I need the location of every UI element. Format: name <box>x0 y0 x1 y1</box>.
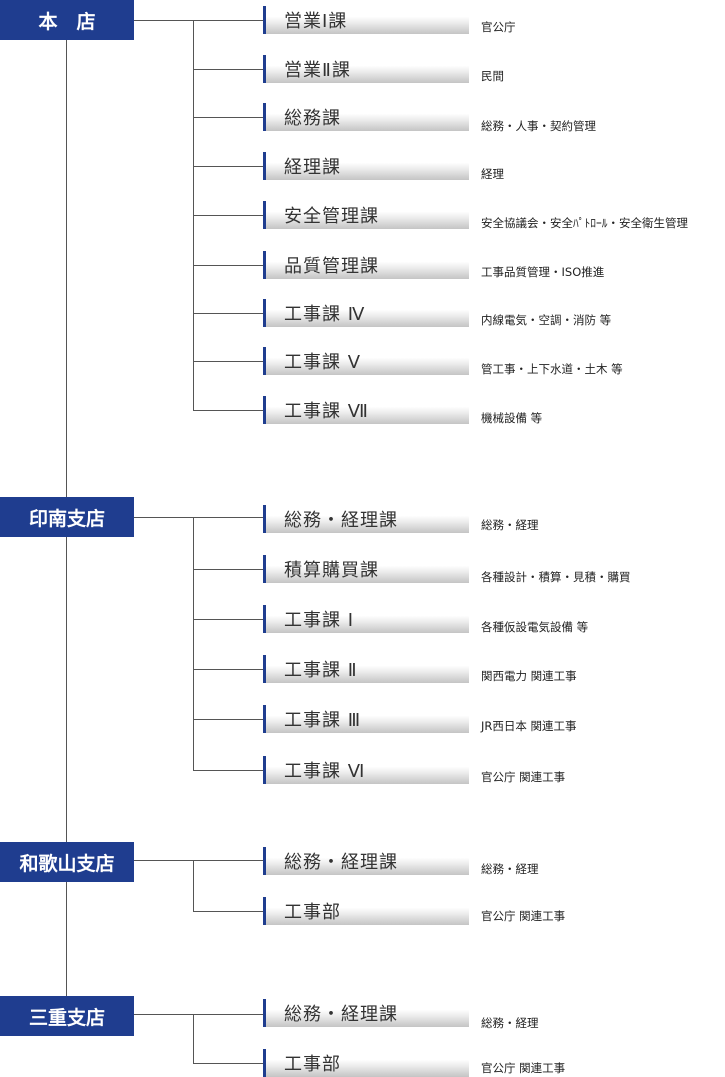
department-accent-bar <box>263 655 266 683</box>
department-box: 営業Ⅰ課 <box>263 6 469 34</box>
department-name: 工事課 Ⅳ <box>284 304 366 325</box>
department-name: 積算購買課 <box>284 560 379 581</box>
department-description: 経理 <box>481 167 504 181</box>
department-description: 官公庁 関連工事 <box>481 909 566 923</box>
department-accent-bar <box>263 605 266 633</box>
department-description: 官公庁 <box>481 20 516 34</box>
department-accent-bar <box>263 55 266 83</box>
department-box: 総務・経理課 <box>263 505 469 533</box>
department-description: 各種仮設電気設備 等 <box>481 620 589 634</box>
department-name: 工事部 <box>284 1054 341 1075</box>
department-description: JR西日本 関連工事 <box>481 719 577 733</box>
department-box: 工事課 Ⅵ <box>263 756 469 784</box>
department-name: 工事課 Ⅴ <box>284 352 362 373</box>
department-box: 総務課 <box>263 103 469 131</box>
department-accent-bar <box>263 505 266 533</box>
department-box: 積算購買課 <box>263 555 469 583</box>
department-description: 総務・経理 <box>481 862 539 876</box>
department-description: 関西電力 関連工事 <box>481 669 577 683</box>
branch-box-mie: 三重支店 <box>0 996 134 1036</box>
department-name: 営業Ⅰ課 <box>284 11 348 32</box>
department-box: 工事部 <box>263 897 469 925</box>
branch-label: 和歌山支店 <box>19 852 115 875</box>
department-description: 各種設計・積算・見積・購買 <box>481 570 631 584</box>
department-box: 工事課 Ⅲ <box>263 705 469 733</box>
department-name: 安全管理課 <box>284 206 379 227</box>
department-description: 総務・経理 <box>481 1016 539 1030</box>
department-name: 総務・経理課 <box>284 1004 398 1025</box>
department-accent-bar <box>263 6 266 34</box>
department-name: 総務・経理課 <box>284 510 398 531</box>
department-accent-bar <box>263 299 266 327</box>
department-name: 工事課 Ⅲ <box>284 710 362 731</box>
department-name: 総務・経理課 <box>284 852 398 873</box>
department-accent-bar <box>263 103 266 131</box>
department-accent-bar <box>263 201 266 229</box>
department-description: 安全協議会・安全ﾊﾟﾄﾛｰﾙ・安全衛生管理 <box>481 216 688 230</box>
branch-label: 印南支店 <box>28 507 105 530</box>
department-description: 総務・人事・契約管理 <box>481 119 596 133</box>
department-box: 総務・経理課 <box>263 999 469 1027</box>
department-accent-bar <box>263 1049 266 1077</box>
branch-box-honten: 本 店 <box>0 0 134 40</box>
department-description: 総務・経理 <box>481 518 539 532</box>
department-description: 官公庁 関連工事 <box>481 770 566 784</box>
department-name: 経理課 <box>284 157 341 178</box>
department-box: 工事課 Ⅰ <box>263 605 469 633</box>
department-name: 工事課 Ⅶ <box>284 401 369 422</box>
department-name: 工事部 <box>284 902 341 923</box>
department-accent-bar <box>263 555 266 583</box>
department-box: 品質管理課 <box>263 251 469 279</box>
department-description: 官公庁 関連工事 <box>481 1061 566 1075</box>
department-accent-bar <box>263 396 266 424</box>
department-description: 内線電気・空調・消防 等 <box>481 313 612 327</box>
department-box: 安全管理課 <box>263 201 469 229</box>
branch-label: 本 店 <box>38 10 96 33</box>
department-description: 工事品質管理・ISO推進 <box>481 265 605 279</box>
branch-box-wakayama: 和歌山支店 <box>0 842 134 882</box>
department-box: 工事課 Ⅱ <box>263 655 469 683</box>
department-name: 総務課 <box>284 108 341 129</box>
department-box: 営業Ⅱ課 <box>263 55 469 83</box>
department-accent-bar <box>263 347 266 375</box>
department-name: 工事課 Ⅱ <box>284 660 358 681</box>
department-box: 工事課 Ⅶ <box>263 396 469 424</box>
department-accent-bar <box>263 705 266 733</box>
department-box: 経理課 <box>263 152 469 180</box>
branch-label: 三重支店 <box>28 1006 105 1029</box>
department-name: 工事課 Ⅰ <box>284 610 355 631</box>
department-description: 民間 <box>481 69 504 83</box>
department-accent-bar <box>263 251 266 279</box>
department-box: 工事課 Ⅴ <box>263 347 469 375</box>
department-accent-bar <box>263 847 266 875</box>
department-description: 管工事・上下水道・土木 等 <box>481 362 623 376</box>
department-name: 営業Ⅱ課 <box>284 60 351 81</box>
department-name: 品質管理課 <box>284 256 379 277</box>
department-description: 機械設備 等 <box>481 411 543 425</box>
branch-box-inami: 印南支店 <box>0 497 134 537</box>
department-name: 工事課 Ⅵ <box>284 761 366 782</box>
department-accent-bar <box>263 897 266 925</box>
department-accent-bar <box>263 756 266 784</box>
department-box: 総務・経理課 <box>263 847 469 875</box>
department-accent-bar <box>263 152 266 180</box>
department-box: 工事部 <box>263 1049 469 1077</box>
department-accent-bar <box>263 999 266 1027</box>
department-box: 工事課 Ⅳ <box>263 299 469 327</box>
